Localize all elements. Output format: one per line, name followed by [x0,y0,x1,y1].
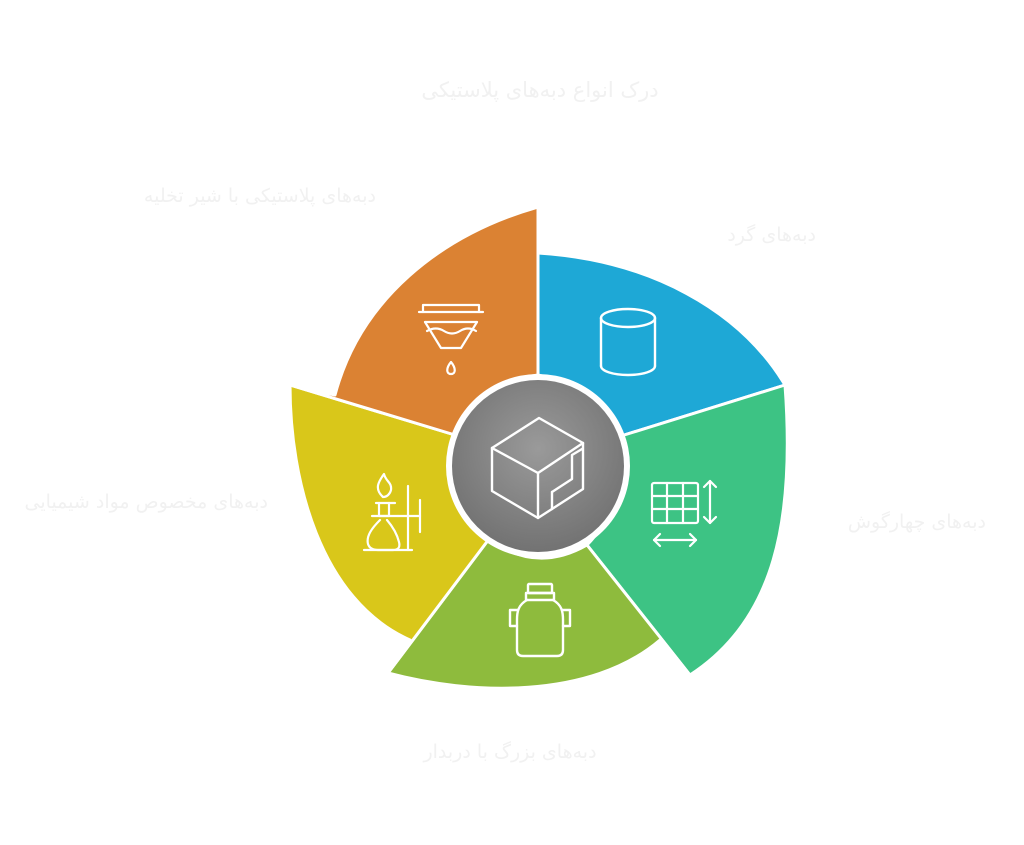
chemical-burner-icon [362,472,422,552]
milk-can-icon [508,582,572,658]
box-icon [490,416,585,520]
label-drain-tap-containers: دبه‌های پلاستیکی با شیر تخلیه [143,185,376,207]
label-square-containers: دبه‌های چهارگوش [847,511,986,533]
label-large-lidded-containers: دبه‌های بزرگ با دربدار [423,741,597,763]
label-chemical-containers: دبه‌های مخصوص مواد شیمیایی [24,491,268,513]
cylinder-icon [599,307,657,377]
diagram-title: درک انواع دبه‌های پلاستیکی [421,78,659,102]
grid-dimensions-icon [650,479,718,548]
petal-large-lidded-containers [386,537,692,690]
center-hub [452,380,624,552]
faucet-drip-icon [417,303,485,376]
label-round-containers: دبه‌های گرد [727,224,816,246]
